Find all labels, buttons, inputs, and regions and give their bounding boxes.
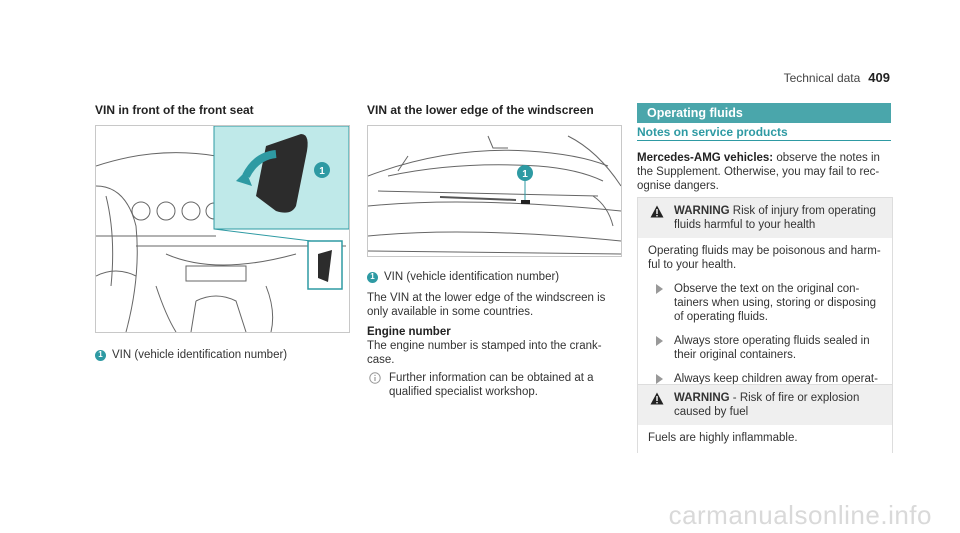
warning-triangle-icon — [650, 392, 664, 405]
engine-number-text: The engine number is stamped into the cr… — [367, 340, 602, 366]
warning-header: WARNING Risk of injury from operating fl… — [638, 198, 892, 238]
col2-para: The VIN at the lower edge of the windscr… — [367, 292, 606, 318]
warning-body: Fuels are highly inflammable. — [638, 425, 892, 453]
warning-body-text: Operating fluids may be poisonous and ha… — [648, 245, 881, 271]
warning-bullet: Always store operating fluids sealed in … — [648, 334, 882, 362]
bullet-text: Always store operating fluids sealed in … — [674, 335, 870, 361]
subheading-service-products: Notes on service products — [637, 125, 788, 139]
col2-title: VIN at the lower edge of the windscreen — [367, 103, 594, 117]
callout-badge: 1 — [95, 349, 106, 361]
col1-caption: 1 VIN (vehicle identification number) — [95, 348, 350, 362]
figure-windscreen: 1 — [367, 125, 622, 257]
subheading-rule — [637, 140, 891, 141]
bullet-arrow-icon — [656, 374, 663, 384]
warning-body: Operating fluids may be poisonous and ha… — [638, 238, 892, 408]
svg-text:1: 1 — [522, 169, 528, 180]
warning-box-fuel: WARNING - Risk of fire or explosion caus… — [637, 384, 893, 453]
warning-bullet: Observe the text on the original con-tai… — [648, 282, 882, 324]
engine-number-title: Engine number — [367, 326, 451, 338]
col1-title: VIN in front of the front seat — [95, 103, 254, 117]
section-operating-fluids: Operating fluids — [637, 103, 891, 123]
amg-label: Mercedes-AMG vehicles: — [637, 152, 774, 164]
warning-box-operating-fluids: WARNING Risk of injury from operating fl… — [637, 197, 893, 409]
page-number: 409 — [868, 70, 890, 85]
info-text: Further information can be obtained at a… — [389, 372, 594, 398]
svg-text:1: 1 — [319, 166, 325, 177]
col2-caption-text: VIN (vehicle identification number) — [384, 271, 560, 283]
info-icon — [369, 372, 381, 384]
section-label: Technical data — [783, 71, 861, 85]
warning-label: WARNING — [674, 205, 730, 217]
windscreen-illustration: 1 — [367, 135, 622, 255]
warning-header: WARNING - Risk of fire or explosion caus… — [638, 385, 892, 425]
engine-number-section: Engine number The engine number is stamp… — [367, 325, 617, 367]
dashboard-illustration: 1 — [95, 125, 350, 333]
amg-note: Mercedes-AMG vehicles: observe the notes… — [637, 151, 891, 193]
callout-badge: 1 — [367, 271, 378, 283]
warning-label: WARNING — [674, 392, 730, 404]
bullet-arrow-icon — [656, 336, 663, 346]
page-header: Technical data 409 — [784, 70, 890, 85]
col2-caption: 1 VIN (vehicle identification number) — [367, 270, 622, 284]
warning-head-text: - Risk of fire or explosion caused by fu… — [674, 392, 860, 418]
warning-body-text: Fuels are highly inflammable. — [648, 432, 798, 444]
warning-triangle-icon — [650, 205, 664, 218]
info-note: Further information can be obtained at a… — [367, 371, 617, 399]
amg-text: observe the notes in the Supplement. Oth… — [637, 152, 880, 192]
col1-caption-text: VIN (vehicle identification number) — [112, 349, 288, 361]
watermark: carmanualsonline.info — [668, 500, 932, 530]
bullet-text: Observe the text on the original con-tai… — [674, 283, 877, 323]
warning-head-text: Risk of injury from operating fluids har… — [674, 205, 876, 231]
figure-front-seat: 1 — [95, 125, 350, 333]
bullet-arrow-icon — [656, 284, 663, 294]
